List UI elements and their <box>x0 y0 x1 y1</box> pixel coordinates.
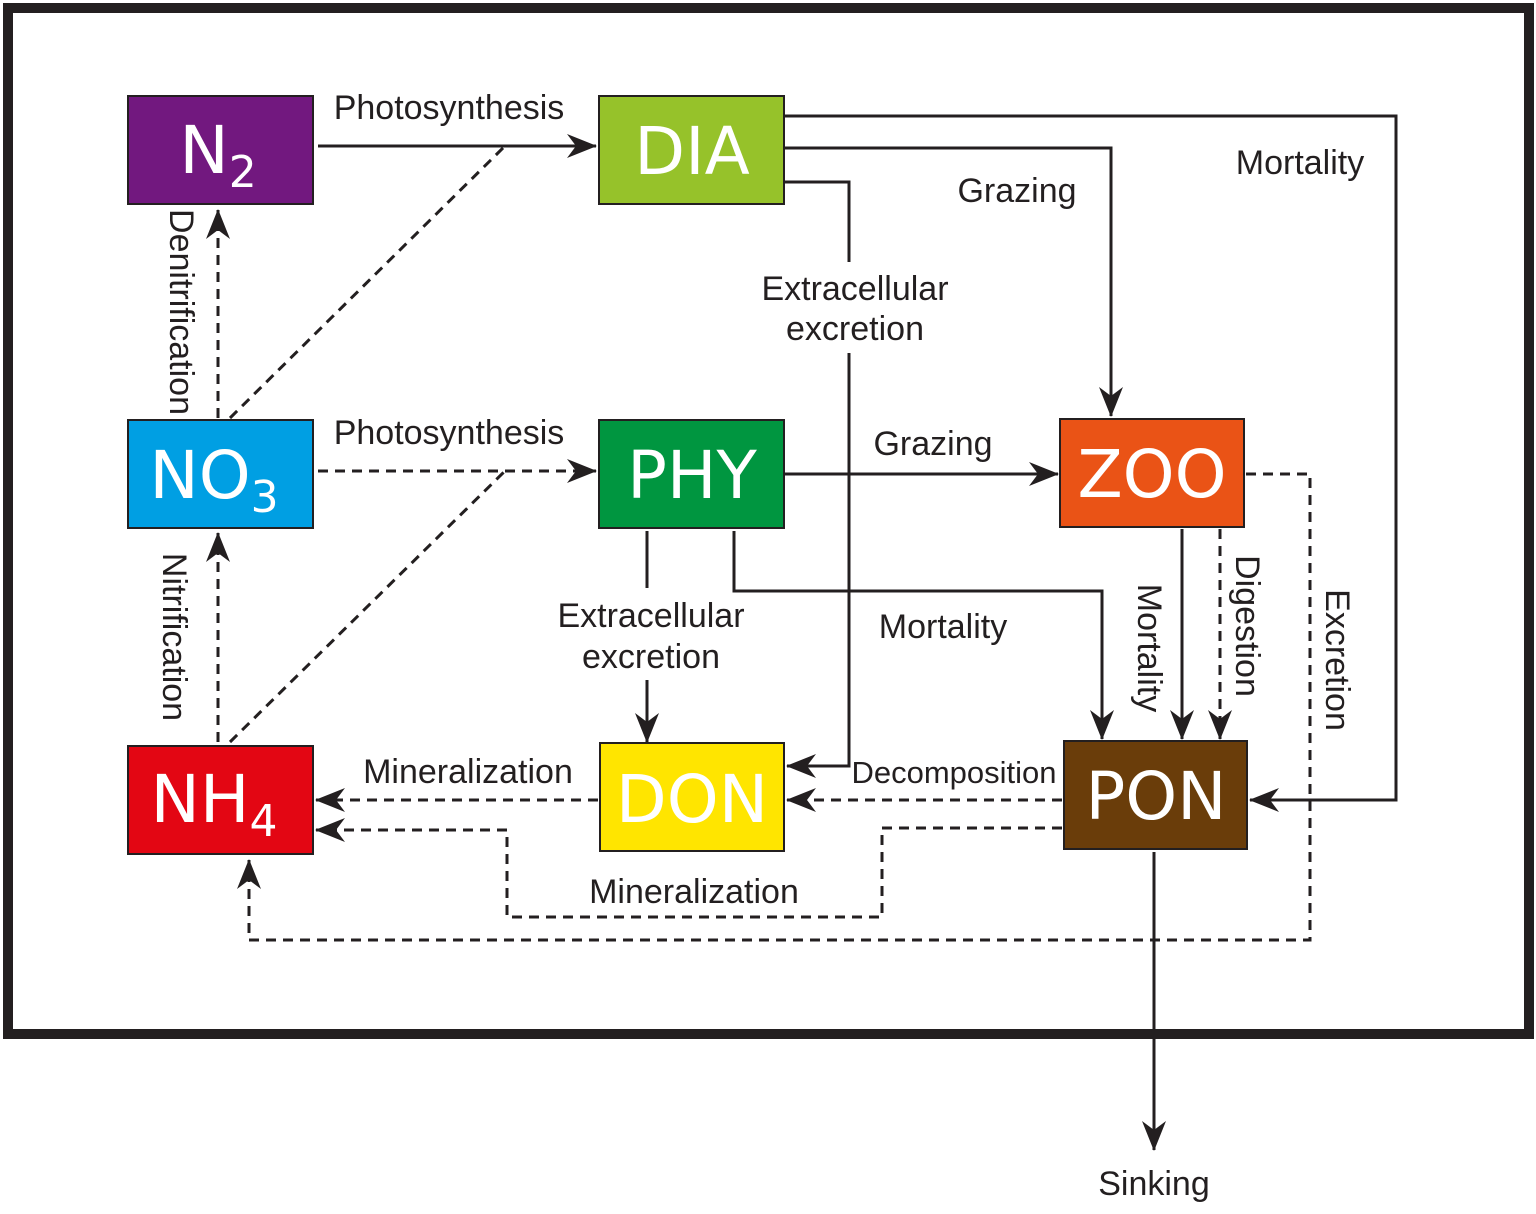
arrow-dia-don-extracellular <box>786 353 851 778</box>
label-grazing-dia: Grazing <box>957 172 1076 210</box>
box-nh4-label: NH <box>151 761 250 838</box>
box-dia-rect <box>598 95 785 205</box>
box-zoo-rect <box>1059 418 1245 528</box>
label-mineralization-pon: Mineralization <box>589 873 799 911</box>
box-no3-subscript: 3 <box>251 472 279 523</box>
label-extracellular-phy-1: Extracellular <box>557 597 744 635</box>
label-nitrification: Nitrification <box>155 553 193 721</box>
svg-text:NH4: NH4 <box>151 761 278 847</box>
box-n2: N2 <box>127 95 314 205</box>
label-mortality-dia: Mortality <box>1236 144 1364 182</box>
svg-text:N2: N2 <box>179 112 256 198</box>
box-don-rect <box>599 742 785 852</box>
box-no3-label: NO <box>149 437 250 514</box>
box-zoo: ZOO <box>1059 418 1245 528</box>
line-dia-extracellular-top <box>785 180 851 262</box>
label-mineralization-don: Mineralization <box>363 753 573 791</box>
box-pon-rect <box>1063 740 1248 850</box>
arrow-dia-pon-mortality <box>785 114 1398 812</box>
arrow-phy-pon-mortality <box>732 531 1114 740</box>
dashed-no3-dia <box>228 144 507 420</box>
box-nh4-subscript: 4 <box>250 796 278 847</box>
label-denitrification: Denitrification <box>162 209 200 415</box>
box-phy: PHY <box>598 419 785 529</box>
label-extracellular-dia-2: excretion <box>786 310 924 348</box>
label-digestion: Digestion <box>1228 555 1266 697</box>
box-phy-rect <box>598 419 785 529</box>
outer-frame <box>3 3 1534 1039</box>
label-mortality-zoo: Mortality <box>1130 584 1168 712</box>
label-photosynthesis-mid: Photosynthesis <box>334 414 565 452</box>
box-n2-rect <box>127 95 314 205</box>
box-nh4-rect <box>127 745 314 855</box>
label-sinking: Sinking <box>1098 1165 1210 1203</box>
box-pon-label: PON <box>1085 758 1226 835</box>
box-don-label: DON <box>616 761 768 838</box>
box-no3-rect <box>127 419 314 529</box>
label-decomposition: Decomposition <box>851 755 1056 790</box>
svg-text:NO3: NO3 <box>149 437 278 523</box>
box-nh4: NH4 <box>127 745 314 855</box>
label-photosynthesis-top: Photosynthesis <box>334 89 565 127</box>
box-phy-label: PHY <box>627 437 757 514</box>
label-extracellular-phy-2: excretion <box>582 638 720 676</box>
box-n2-subscript: 2 <box>229 147 257 198</box>
box-dia-label: DIA <box>634 113 749 190</box>
arrow-dia-zoo-grazing <box>785 146 1123 417</box>
label-mortality-phy: Mortality <box>879 608 1007 646</box>
label-grazing-phy: Grazing <box>873 425 992 463</box>
box-zoo-label: ZOO <box>1077 436 1226 513</box>
box-pon: PON <box>1063 740 1248 850</box>
arrow-zoo-nh4-excretion <box>237 472 1312 942</box>
box-dia: DIA <box>598 95 785 205</box>
label-extracellular-dia-1: Extracellular <box>761 270 948 308</box>
label-excretion: Excretion <box>1318 589 1356 731</box>
box-don: DON <box>599 742 785 852</box>
dashed-nh4-phy <box>228 469 507 744</box>
box-no3: NO3 <box>127 419 314 529</box>
box-n2-label: N <box>179 112 228 189</box>
